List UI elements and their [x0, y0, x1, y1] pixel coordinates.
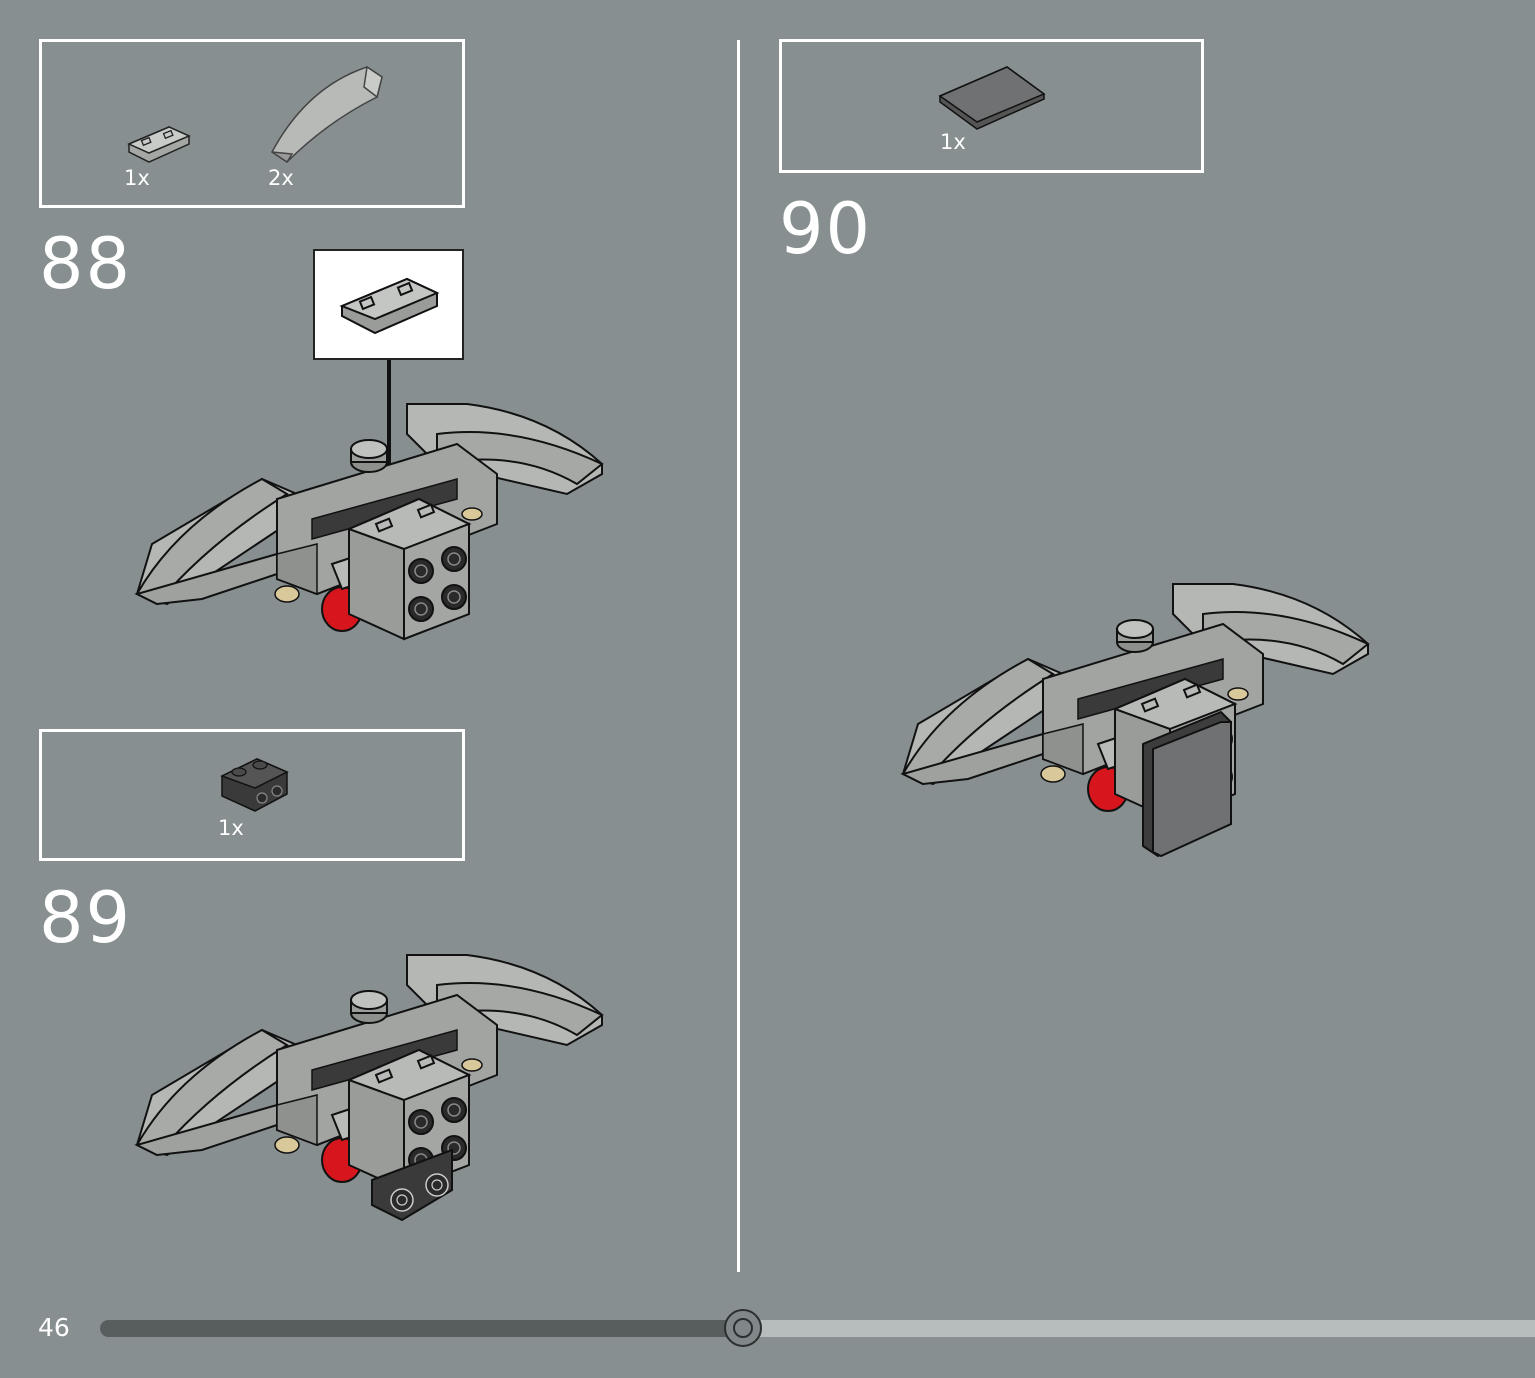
tile-added	[1142, 710, 1232, 858]
progress-track-completed[interactable]	[100, 1320, 744, 1337]
jumper-plate-light-grey-icon	[127, 126, 191, 163]
parts-box-step-88: 1x 2x	[39, 39, 465, 208]
model-step-90	[902, 583, 1369, 858]
progress-track-remaining[interactable]	[743, 1320, 1535, 1337]
curved-slope-light-grey-icon	[271, 65, 383, 164]
column-divider	[737, 40, 740, 1272]
bracket-added	[371, 1148, 453, 1222]
step-number-89: 89	[39, 877, 133, 959]
qty-bracket: 1x	[218, 816, 244, 840]
model-step-88	[136, 403, 603, 640]
qty-jumper-plate: 1x	[124, 166, 150, 190]
jumper-plate-callout-icon	[339, 277, 440, 335]
parts-box-step-90: 1x	[779, 39, 1204, 173]
page-number: 46	[38, 1313, 70, 1342]
progress-slider-handle[interactable]	[724, 1309, 763, 1347]
model-step-89	[136, 954, 603, 1222]
qty-tile: 1x	[940, 130, 966, 154]
step-number-88: 88	[39, 223, 133, 305]
qty-curved-slope: 2x	[268, 166, 294, 190]
tile-dark-grey-icon	[938, 66, 1046, 130]
parts-box-step-89: 1x	[39, 729, 465, 861]
bracket-dark-grey-icon	[220, 758, 289, 812]
callout-box-step-88	[313, 249, 464, 360]
step-number-90: 90	[779, 188, 873, 270]
